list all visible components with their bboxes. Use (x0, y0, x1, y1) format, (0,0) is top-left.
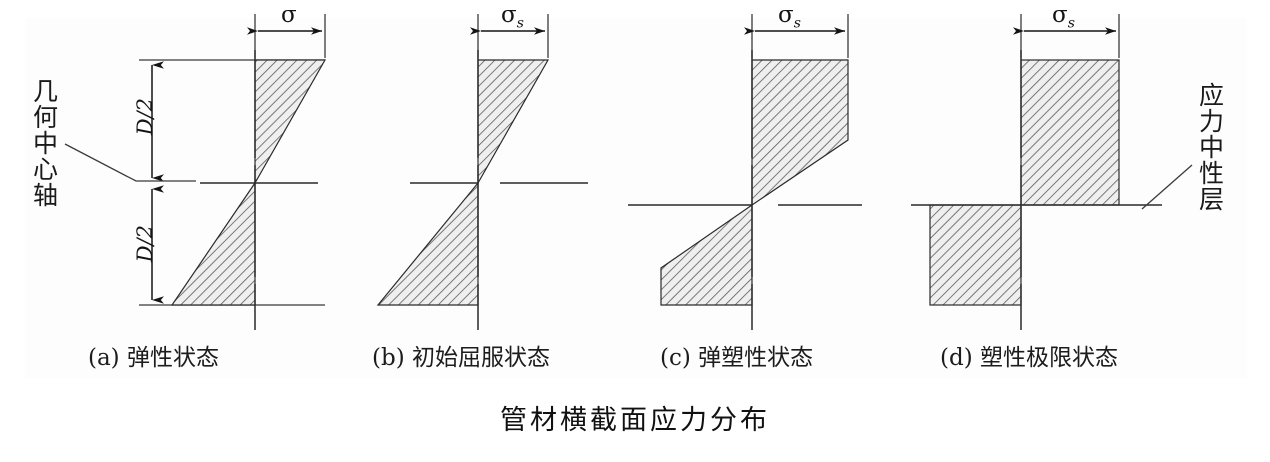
sigma-label-panel-c: σs (778, 2, 801, 32)
sigma-subscript-c: s (793, 15, 801, 32)
neutral-layer-leader-line (1141, 164, 1193, 210)
panel-b-compression-region (376, 181, 479, 306)
panel-caption-c: (c) 弹塑性状态 (660, 345, 814, 371)
panel-d-tension-region (1020, 59, 1120, 206)
sigma-glyph-d: σ (1052, 2, 1068, 28)
panel-d-group (911, 14, 1162, 330)
dimension-label-lower: D/2 (133, 225, 157, 263)
panel-a-compression-region (170, 181, 256, 306)
panel-caption-a: (a) 弹性状态 (88, 345, 219, 371)
geometric-center-axis-label: 几何中心轴 (29, 78, 59, 208)
panel-a-tension-region (254, 59, 327, 186)
figure-main-caption: 管材横截面应力分布 (500, 405, 770, 436)
panel-c-group (628, 14, 862, 330)
sigma-glyph-c: σ (778, 2, 794, 28)
panel-c-tension-region (751, 59, 849, 207)
panel-c-compression-region (660, 203, 753, 306)
sigma-subscript-b: s (516, 15, 524, 32)
sigma-label-panel-a: σ (281, 2, 297, 28)
geometric-axis-leader-line (64, 143, 196, 182)
sigma-glyph-a: σ (281, 2, 297, 28)
sigma-subscript-d: s (1067, 15, 1075, 32)
panel-b-group (376, 14, 588, 330)
panel-b-tension-region (477, 59, 550, 186)
panel-d-compression-region (929, 204, 1022, 306)
sigma-label-panel-b: σs (501, 2, 524, 32)
panel-a-group (139, 14, 327, 330)
stress-neutral-layer-label: 应力中性层 (1195, 82, 1225, 212)
sigma-glyph-b: σ (501, 2, 517, 28)
sigma-label-panel-d: σs (1052, 2, 1075, 32)
panel-caption-b: (b) 初始屈服状态 (372, 345, 550, 371)
panel-caption-d: (d) 塑性极限状态 (940, 345, 1118, 371)
dimension-label-upper: D/2 (133, 98, 157, 136)
